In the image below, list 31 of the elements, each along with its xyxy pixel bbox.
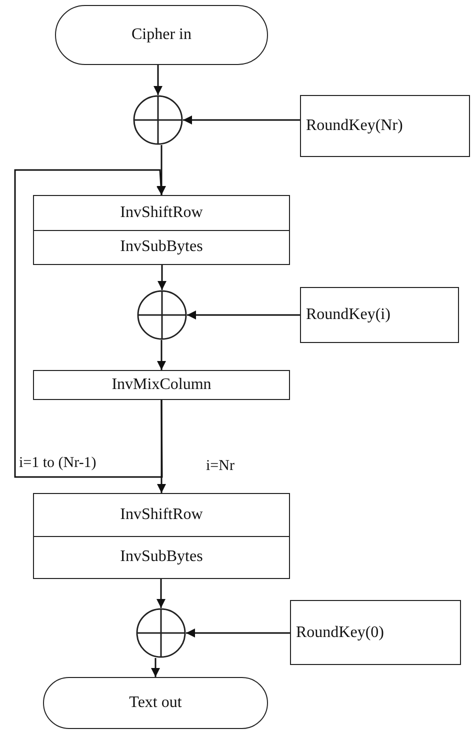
step-label: RoundKey(i) [306,305,392,325]
key-box [300,95,470,157]
step-label: RoundKey(0) [296,622,385,642]
arrow [158,265,166,290]
xor-symbol [137,290,187,340]
key-box [300,287,459,343]
terminal-box [43,677,268,729]
xor-symbol [133,95,183,145]
step-label: InvSubBytes [34,230,289,264]
key-box [290,600,461,665]
arrow [151,658,160,677]
step-label: Text out [128,693,183,713]
edge-label: i=1 to (Nr-1) [18,455,98,472]
step-label: InvSubBytes [34,536,289,578]
step-label: RoundKey(Nr) [306,116,404,136]
process-box [33,370,290,400]
arrow [186,628,290,638]
step-label: InvMixColumn [110,375,212,395]
arrow [14,169,166,478]
process-box [33,493,290,579]
step-label: InvShiftRow [119,202,204,223]
arrow [156,579,166,608]
arrow [183,116,300,124]
arrow [187,310,300,320]
arrow [154,65,162,95]
arrow [157,400,166,493]
step-label: InvShiftRow [119,504,204,525]
process-box [33,195,290,265]
xor-symbol [136,608,186,658]
step-label: Cipher in [130,25,192,45]
arrow [157,340,166,370]
